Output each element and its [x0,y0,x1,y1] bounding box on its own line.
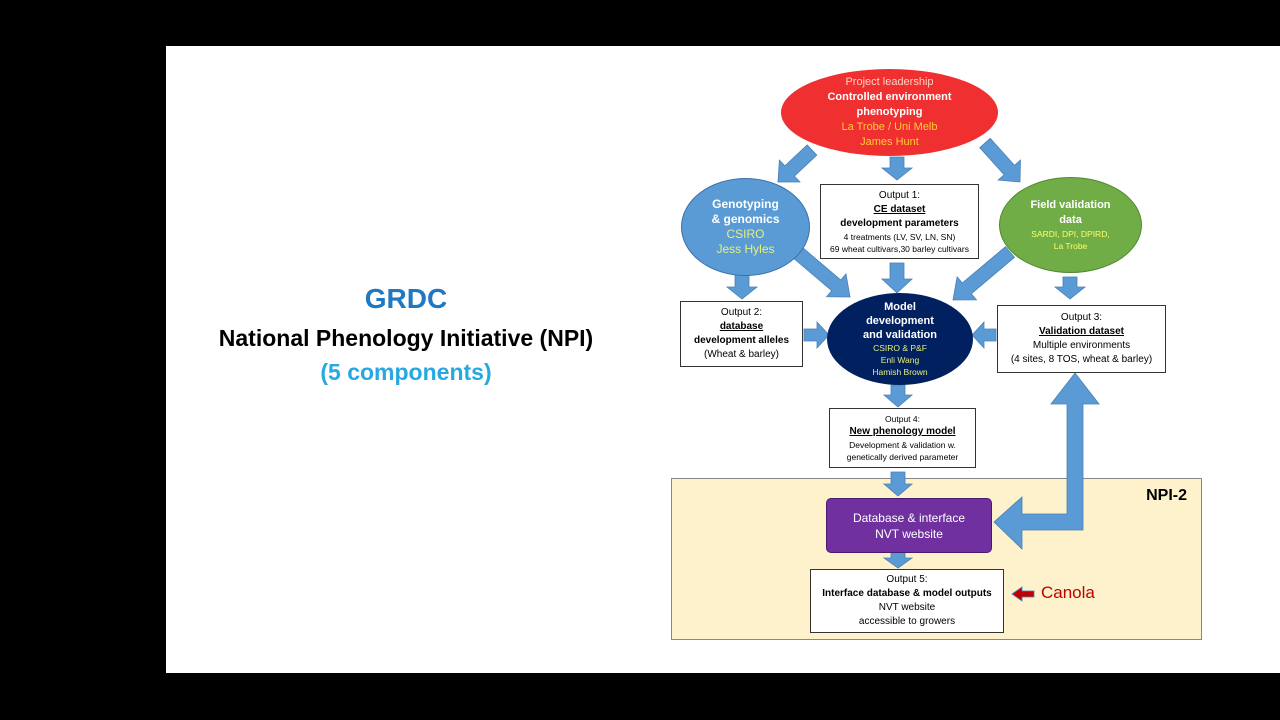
output3-title: Validation dataset [1038,326,1125,337]
output3-detail-2: (4 sites, 8 TOS, wheat & barley) [1010,354,1153,365]
output1-title: CE dataset [873,203,926,215]
model-title-2: development [866,315,934,327]
field-org-2: La Trobe [1053,241,1088,251]
output2-label: Output 2: [720,307,763,318]
field-node: Field validation data SARDI, DPI, DPIRD,… [999,177,1142,273]
genotyping-title-1: Genotyping [712,197,779,211]
grdc-heading: GRDC [364,283,448,314]
field-org-1: SARDI, DPI, DPIRD, [1031,229,1110,239]
arrow-leadership-to-field [979,137,1021,183]
output2-title: database [719,321,764,332]
genotyping-node: Genotyping & genomics CSIRO Jess Hyles [681,178,810,276]
output4-label: Output 4: [885,414,920,424]
output5-label: Output 5: [886,574,928,585]
leadership-title-2: phenotyping [856,106,923,118]
npi-subtitle: (5 components) [320,359,492,385]
output5-detail-1: NVT website [878,602,936,613]
arrow-output4-to-database [882,471,914,497]
model-title-1: Model [884,301,916,313]
output1-subtitle: development parameters [840,217,959,229]
arrow-output3-database-bidirectional [993,372,1100,550]
output5-box: Output 5: Interface database & model out… [810,569,1004,633]
arrow-field-to-model [952,246,1016,301]
output1-label: Output 1: [878,189,921,201]
output1-detail-1: 4 treatments (LV, SV, LN, SN) [843,231,956,242]
output4-detail-1: Development & validation w. [849,440,956,450]
model-org: CSIRO & P&F [873,343,927,353]
output3-label: Output 3: [1060,312,1103,323]
output4-title: New phenology model [849,426,956,437]
canola-arrow-icon [1011,586,1035,602]
output5-title: Interface database & model outputs [822,588,992,599]
output3-detail-1: Multiple environments [1032,340,1131,351]
leadership-node: Project leadership Controlled environmen… [781,69,998,156]
database-interface-node: Database & interface NVT website [826,498,992,553]
output2-box: Output 2: database development alleles (… [680,301,803,367]
model-person-1: Enli Wang [880,355,920,365]
model-node: Model development and validation CSIRO &… [827,293,973,385]
arrow-output3-to-model [971,320,997,350]
output5-detail-2: accessible to growers [858,616,956,627]
output4-detail-2: genetically derived parameter [846,452,959,462]
npi2-label: NPI-2 [1146,487,1187,504]
leadership-role: Project leadership [845,76,934,88]
output1-box: Output 1: CE dataset development paramet… [820,184,979,259]
arrow-leadership-to-output1 [880,156,914,181]
genotyping-title-2: & genomics [711,212,780,226]
arrow-genotyping-to-output2 [725,274,759,300]
arrow-genotyping-to-model [791,246,851,298]
output3-box: Output 3: Validation dataset Multiple en… [997,305,1166,373]
leadership-title-1: Controlled environment [827,91,952,103]
arrow-output1-to-model [880,262,914,294]
model-person-2: Hamish Brown [872,367,928,377]
leadership-org: La Trobe / Uni Melb [841,121,938,133]
model-title-3: and validation [863,329,937,341]
output1-detail-2: 69 wheat cultivars,30 barley cultivars [830,243,969,254]
database-title: Database & interface [852,510,966,525]
arrow-model-to-output4 [882,384,914,408]
arrow-database-to-output5 [882,550,914,569]
field-title-1: Field validation [1030,199,1111,211]
field-title-2: data [1059,214,1082,226]
genotyping-person: Jess Hyles [716,242,775,256]
npi-title: National Phenology Initiative (NPI) [218,325,594,351]
arrow-leadership-to-genotyping [777,144,818,183]
arrow-field-to-output3 [1053,276,1087,300]
database-subtitle: NVT website [875,526,943,541]
output2-subtitle: development alleles [693,335,790,346]
canola-label: Canola [1041,583,1095,602]
leadership-person: James Hunt [860,136,919,148]
output2-detail: (Wheat & barley) [703,349,780,360]
output4-box: Output 4: New phenology model Developmen… [829,408,976,468]
arrow-output2-to-model [803,320,830,350]
genotyping-org: CSIRO [726,227,765,241]
